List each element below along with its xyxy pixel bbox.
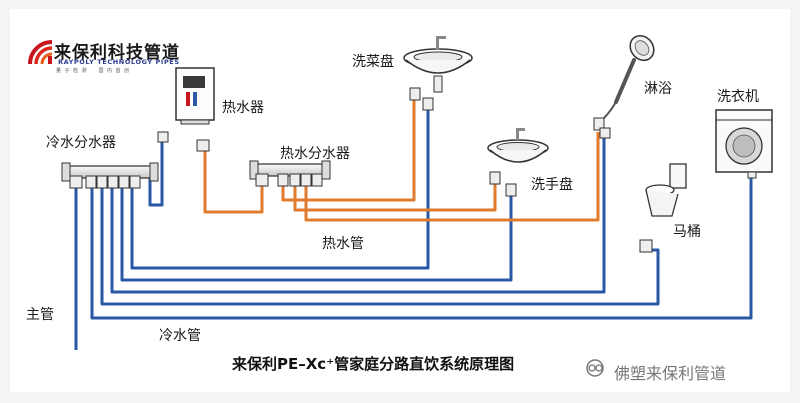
shower-head (593, 34, 655, 139)
cold-to-heater (148, 140, 164, 207)
label-hot-manifold: 热水分水器 (280, 146, 350, 162)
label-washing-machine: 洗衣机 (717, 89, 759, 105)
logo-slogan: 量子检测 国内首创 (56, 68, 133, 74)
diagram-caption: 来保利PE–Xc⁺管家庭分路直饮系统原理图 (232, 355, 515, 373)
hot-to-basin (293, 182, 497, 212)
hot-pipes (203, 100, 600, 222)
cold-to-shower (110, 134, 606, 294)
logo-mark-icon (28, 40, 53, 65)
hot-manifold (249, 160, 331, 187)
toilet (639, 163, 687, 253)
cold-manifold (61, 162, 159, 189)
label-shower: 淋浴 (644, 81, 672, 97)
washing-machine (715, 109, 773, 179)
label-wash-basin: 洗手盘 (531, 177, 573, 193)
label-cold-manifold: 冷水分水器 (46, 135, 116, 151)
cold-to-basin (120, 188, 513, 282)
label-main-pipe: 主管 (26, 307, 54, 323)
watermark-text: 佛塑来保利管道 (614, 364, 727, 383)
water-heater (157, 67, 215, 152)
wash-basin (487, 128, 549, 197)
watermark-wechat-icon (586, 359, 604, 377)
cold-to-washing-machine (90, 174, 753, 320)
vegetable-sink-basin (403, 36, 473, 111)
logo-name: 来保利科技管道 (54, 43, 180, 63)
hot-from-heater (203, 150, 264, 214)
label-water-heater: 热水器 (222, 100, 264, 116)
logo-english: RAYPOLY TECHNOLOGY PIPES (58, 58, 180, 66)
hot-to-sink (281, 100, 416, 202)
label-cold-pipe: 冷水管 (159, 328, 201, 344)
label-vegetable-sink: 洗菜盘 (352, 54, 394, 70)
label-hot-pipe: 热水管 (322, 236, 364, 252)
cold-to-toilet (100, 188, 660, 306)
hot-to-shower (304, 132, 600, 222)
label-toilet: 马桶 (673, 224, 701, 240)
cold-to-sink (130, 108, 430, 270)
cold-pipes (74, 108, 753, 350)
